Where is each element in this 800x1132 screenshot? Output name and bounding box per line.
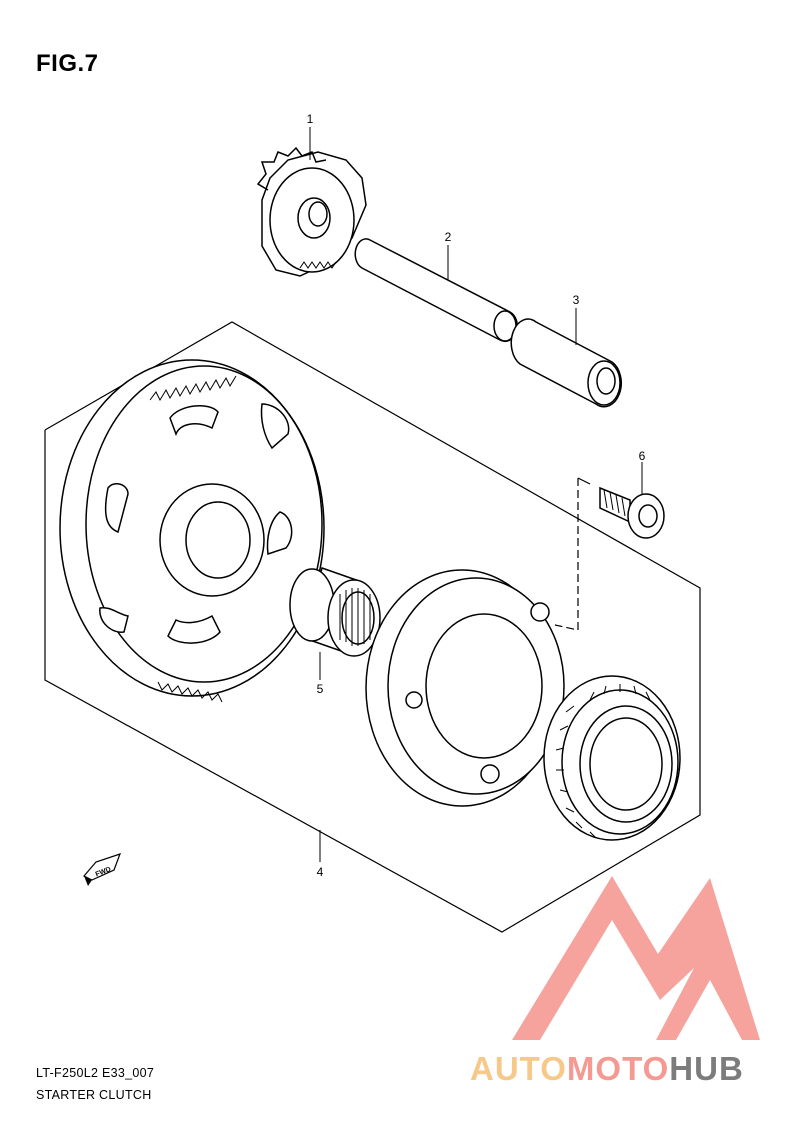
part-number-label: 1 xyxy=(306,112,314,126)
part-3-bush xyxy=(510,318,622,408)
automotohub-logo-mark xyxy=(512,876,760,1040)
watermark-part2: MOTO xyxy=(566,1050,670,1087)
part-number-label: 4 xyxy=(316,865,324,879)
part-number-label: 3 xyxy=(572,293,580,307)
figure-title: FIG.7 xyxy=(36,50,99,77)
fwd-direction-arrow: FWD xyxy=(83,853,122,886)
watermark-part3: HUB xyxy=(669,1050,744,1087)
leader-lines xyxy=(309,127,643,862)
watermark-part1: AUTO xyxy=(470,1050,567,1087)
part-number-label: 2 xyxy=(444,230,452,244)
part-number-label: 6 xyxy=(638,449,646,463)
part-1-idle-gear xyxy=(256,146,367,277)
part-number-label: 5 xyxy=(316,682,324,696)
part-2-shaft xyxy=(354,238,518,343)
part-5-needle-bearing xyxy=(289,567,381,657)
starter-driven-gear xyxy=(59,359,325,703)
part-6-bolt xyxy=(599,486,665,539)
assembly-outline xyxy=(44,321,701,933)
clutch-housing xyxy=(365,569,565,807)
automotohub-watermark: AUTOMOTOHUB xyxy=(470,1050,744,1088)
diagram-caption: STARTER CLUTCH xyxy=(36,1088,152,1102)
diagram-code: LT-F250L2 E33_007 xyxy=(36,1066,155,1080)
one-way-clutch xyxy=(543,675,681,841)
